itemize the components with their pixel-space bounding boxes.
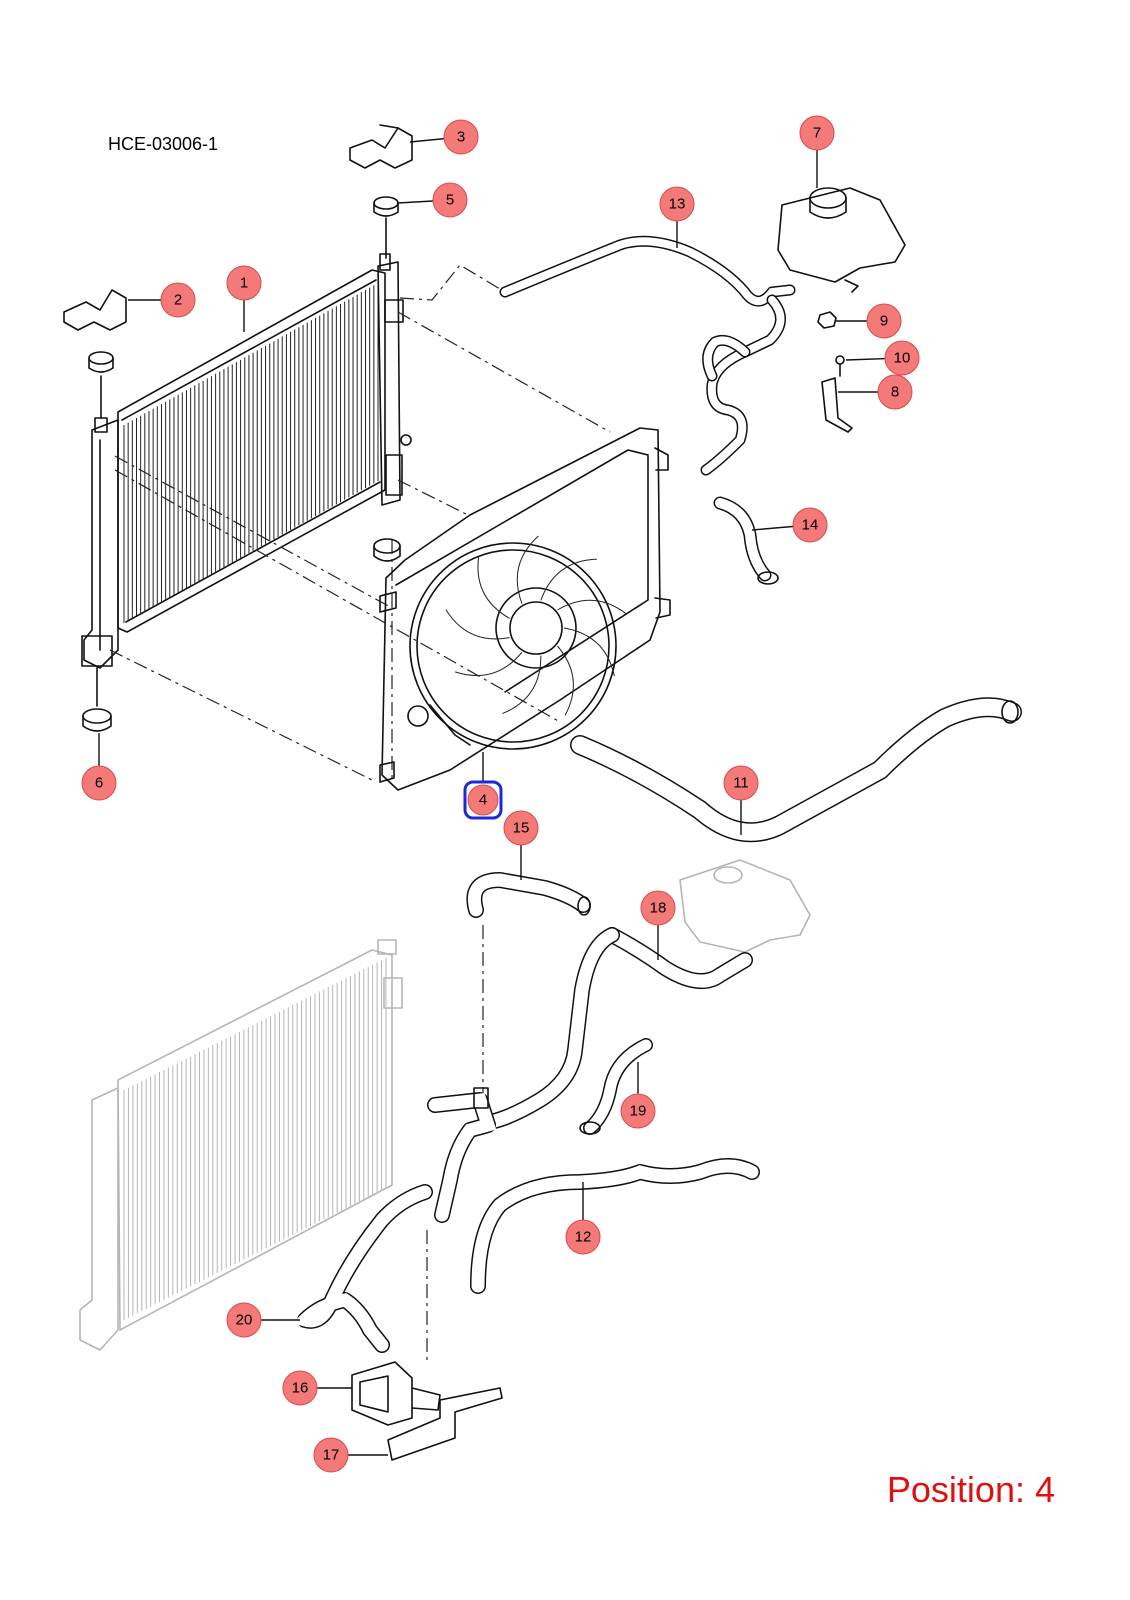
hose-15-drawing <box>466 872 591 918</box>
callout-20[interactable]: 20 <box>226 1302 300 1338</box>
callout-number-7: 7 <box>813 125 821 142</box>
radiator-ghost-drawing <box>79 939 403 1351</box>
hose-18-drawing <box>604 927 753 990</box>
hose-14-drawing <box>713 496 779 585</box>
callout-13[interactable]: 13 <box>659 186 695 248</box>
callout-number-18: 18 <box>650 900 667 917</box>
callout-number-15: 15 <box>513 820 530 837</box>
callout-3[interactable]: 3 <box>409 119 479 155</box>
callout-circle-1[interactable] <box>226 265 262 301</box>
insulators-drawing <box>63 124 413 732</box>
callout-circle-3[interactable] <box>443 119 479 155</box>
hose-19-drawing <box>579 1038 653 1135</box>
callout-number-6: 6 <box>95 775 103 792</box>
callout-number-19: 19 <box>630 1103 647 1120</box>
callout-number-5: 5 <box>446 192 454 209</box>
callout-4[interactable]: 4 <box>463 752 503 820</box>
callout-circle-11[interactable] <box>723 765 759 801</box>
callout-number-17: 17 <box>323 1447 340 1464</box>
callout-12[interactable]: 12 <box>565 1182 601 1255</box>
callout-circle-9[interactable] <box>866 303 902 339</box>
callout-15[interactable]: 15 <box>503 810 539 880</box>
hose-20-drawing <box>292 1184 433 1353</box>
fan-shroud-drawing <box>379 427 671 791</box>
callout-16[interactable]: 16 <box>282 1370 352 1406</box>
callout-circle-8[interactable] <box>877 374 913 410</box>
callout-19[interactable]: 19 <box>620 1062 656 1129</box>
callout-1[interactable]: 1 <box>226 265 262 332</box>
callout-10[interactable]: 10 <box>845 340 920 376</box>
callout-17[interactable]: 17 <box>313 1437 388 1473</box>
radiator-drawing <box>81 253 412 669</box>
callout-circle-19[interactable] <box>620 1093 656 1129</box>
callout-7[interactable]: 7 <box>799 115 835 188</box>
callout-number-2: 2 <box>174 292 182 309</box>
callout-14[interactable]: 14 <box>751 507 828 543</box>
callout-8[interactable]: 8 <box>838 374 913 410</box>
callout-2[interactable]: 2 <box>128 282 196 318</box>
callout-number-1: 1 <box>240 275 248 292</box>
hose-main-lower-drawing <box>427 927 620 1223</box>
callout-number-12: 12 <box>575 1229 592 1246</box>
callout-circle-4[interactable] <box>467 784 499 816</box>
expansion-tank-ghost-drawing <box>679 859 811 953</box>
callout-number-3: 3 <box>457 129 465 146</box>
hose-12-drawing <box>470 1158 760 1294</box>
callout-circle-14[interactable] <box>792 507 828 543</box>
callout-number-14: 14 <box>802 517 819 534</box>
callout-number-10: 10 <box>894 350 911 367</box>
hose-11-drawing <box>570 697 1022 843</box>
drawing-code: HCE-03006-1 <box>108 134 218 154</box>
position-label: Position: 4 <box>887 1469 1055 1510</box>
callout-number-9: 9 <box>880 313 888 330</box>
callout-circle-20[interactable] <box>226 1302 262 1338</box>
callout-circle-18[interactable] <box>640 890 676 926</box>
callout-number-11: 11 <box>733 775 749 792</box>
callout-6[interactable]: 6 <box>81 733 117 801</box>
callout-circle-6[interactable] <box>81 765 117 801</box>
callout-5[interactable]: 5 <box>397 182 468 218</box>
callout-circle-7[interactable] <box>799 115 835 151</box>
water-pump-drawing <box>351 1361 441 1426</box>
callout-number-4: 4 <box>479 792 487 809</box>
callout-circle-5[interactable] <box>432 182 468 218</box>
callout-circle-12[interactable] <box>565 1219 601 1255</box>
assembly-lines <box>109 264 611 1360</box>
callout-11[interactable]: 11 <box>723 765 759 835</box>
callout-circle-13[interactable] <box>659 186 695 222</box>
callout-circle-17[interactable] <box>313 1437 349 1473</box>
pump-bracket-drawing <box>387 1387 503 1461</box>
callout-9[interactable]: 9 <box>836 303 902 339</box>
callout-circle-10[interactable] <box>884 340 920 376</box>
callout-circle-16[interactable] <box>282 1370 318 1406</box>
callout-circle-2[interactable] <box>160 282 196 318</box>
callout-number-16: 16 <box>292 1380 309 1397</box>
callout-number-13: 13 <box>669 196 686 213</box>
callout-18[interactable]: 18 <box>640 890 676 960</box>
callout-number-8: 8 <box>891 384 899 401</box>
expansion-tank-drawing <box>777 187 906 433</box>
upper-hose-drawing <box>499 235 796 476</box>
callout-circle-15[interactable] <box>503 810 539 846</box>
callout-number-20: 20 <box>236 1312 253 1329</box>
